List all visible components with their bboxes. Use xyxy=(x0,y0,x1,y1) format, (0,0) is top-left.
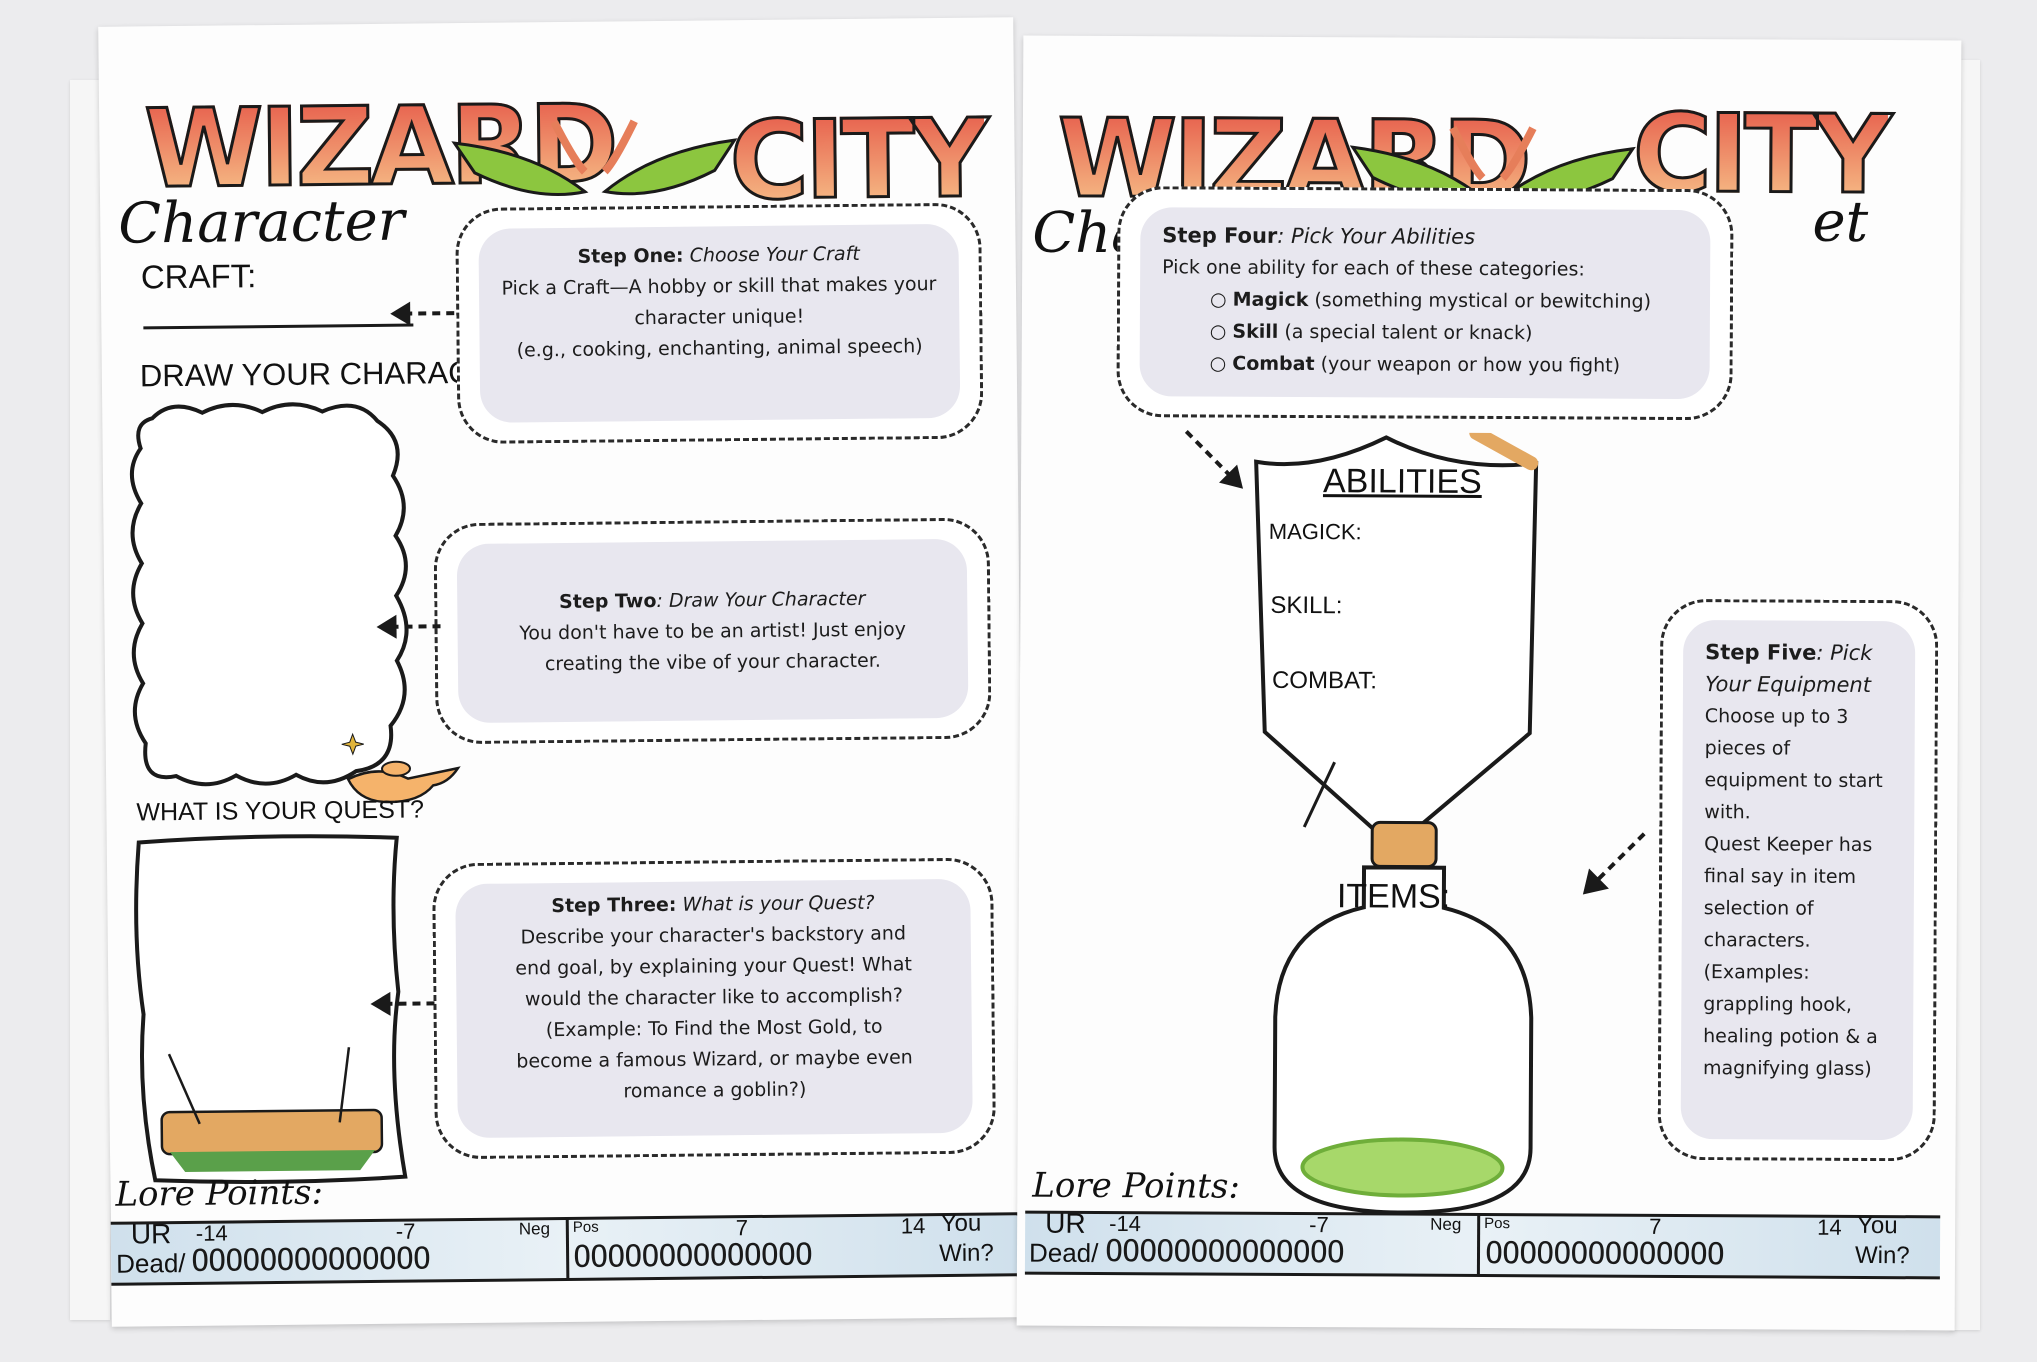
step-one-line-2: character unique! xyxy=(634,305,805,330)
lore-points-title: Lore Points: xyxy=(115,1172,324,1215)
step-two-line-2: creating the vibe of your character. xyxy=(544,649,881,676)
quest-label: WHAT IS YOUR QUEST? xyxy=(136,795,425,827)
step-two-callout: Step Two: Draw Your Character You don't … xyxy=(433,517,992,745)
step-three-line-6: romance a goblin?) xyxy=(623,1078,807,1103)
skill-label: SKILL: xyxy=(1270,591,1343,620)
lore-dead: Dead/ xyxy=(116,1247,186,1279)
lore-pos-circles[interactable]: OOOOOOOOOOOOOO xyxy=(572,1237,813,1275)
step-four-heading: Step Four: Pick Your Abilities xyxy=(1162,223,1476,249)
step-two-box: Step Two: Draw Your Character You don't … xyxy=(456,538,969,724)
items-label: ITEMS: xyxy=(1336,877,1451,916)
arrow-left-icon xyxy=(370,991,435,1016)
right-page: WIZARD CITY Cha et Step Four: Pick Your … xyxy=(1016,35,1962,1331)
magick-label: MAGICK: xyxy=(1268,518,1362,545)
step-five-box: Step Five: Pick Your Equipment Choose up… xyxy=(1680,620,1916,1141)
step-one-box: Step One: Choose Your Craft Pick a Craft… xyxy=(478,223,961,423)
step-five-line-9: (Examples: xyxy=(1703,961,1810,984)
step-five-callout: Step Five: Pick Your Equipment Choose up… xyxy=(1657,598,1939,1162)
lore-neg-circles[interactable]: OOOOOOOOOOOOOO xyxy=(1104,1233,1344,1271)
step-five-heading-2: Your Equipment xyxy=(1704,672,1872,697)
step-five-line-2: pieces of xyxy=(1704,737,1791,760)
step-three-callout: Step Three: What is your Quest? Describe… xyxy=(431,857,997,1160)
combat-label: COMBAT: xyxy=(1271,666,1377,695)
step-one-callout: Step One: Choose Your Craft Pick a Craft… xyxy=(455,202,984,445)
lore-you: You xyxy=(940,1209,982,1238)
step-five-line-1: Choose up to 3 xyxy=(1704,705,1849,728)
step-four-box: Step Four: Pick Your Abilities Pick one … xyxy=(1139,207,1711,400)
step-three-line-5: become a famous Wizard, or maybe even xyxy=(516,1046,913,1073)
lore-points-title: Lore Points: xyxy=(1032,1165,1241,1207)
abilities-title: ABILITIES xyxy=(1322,462,1482,501)
lore-ur: UR xyxy=(1045,1207,1086,1239)
left-page: WIZARD CITY Character CRAFT: DRAW YOUR C… xyxy=(98,17,1027,1327)
step-one-line-3: (e.g., cooking, enchanting, animal speec… xyxy=(516,335,923,362)
step-five-line-12: magnifying glass) xyxy=(1702,1057,1872,1081)
lore-divider xyxy=(565,1216,570,1279)
step-four-callout: Step Four: Pick Your Abilities Pick one … xyxy=(1116,186,1734,421)
subtitle-character-right: et xyxy=(1812,189,1869,255)
lore-neg-circles[interactable]: OOOOOOOOOOOOOO xyxy=(190,1241,431,1279)
arrow-down-right-icon xyxy=(1184,430,1244,489)
logo-city: CITY xyxy=(728,95,988,226)
step-five-line-5: Quest Keeper has xyxy=(1704,833,1873,857)
step-five-line-8: characters. xyxy=(1703,929,1811,952)
step-three-box: Step Three: What is your Quest? Describe… xyxy=(455,878,973,1139)
abilities-shield[interactable] xyxy=(1244,431,1546,874)
lore-pos: Pos xyxy=(1484,1214,1511,1233)
lore-neg: Neg xyxy=(518,1219,551,1239)
subtitle-character: Character xyxy=(117,188,405,257)
lore-dead: Dead/ xyxy=(1028,1237,1099,1268)
step-five-line-4: with. xyxy=(1704,801,1751,824)
step-four-item-magick: ○ Magick (something mystical or bewitchi… xyxy=(1209,288,1652,313)
step-four-item-skill: ○ Skill (a special talent or knack) xyxy=(1209,320,1533,345)
items-bottle[interactable] xyxy=(1252,817,1554,1219)
arrow-down-left-icon xyxy=(1582,832,1646,895)
arrow-left-icon xyxy=(376,614,441,639)
lore-win: Win? xyxy=(938,1239,994,1268)
step-one-line-1: Pick a Craft—A hobby or skill that makes… xyxy=(501,273,937,300)
lore-pos: Pos xyxy=(572,1218,599,1236)
step-five-line-3: equipment to start xyxy=(1704,769,1883,793)
character-drawing-frame[interactable] xyxy=(122,396,416,799)
lore-ur: UR xyxy=(130,1218,172,1250)
step-one-heading: Step One: Choose Your Craft xyxy=(577,242,860,268)
step-five-line-6: final say in item xyxy=(1703,865,1857,888)
lore-win: Win? xyxy=(1854,1241,1910,1270)
goblin-ears-icon xyxy=(451,119,738,197)
lore-pos-circles[interactable]: OOOOOOOOOOOOOO xyxy=(1484,1235,1724,1273)
lore-you: You xyxy=(1857,1211,1898,1240)
genie-lamp-icon xyxy=(341,732,461,804)
lore-neg: Neg xyxy=(1430,1214,1462,1234)
step-five-heading: Step Five: Pick xyxy=(1705,640,1873,666)
step-five-line-10: grappling hook, xyxy=(1703,993,1853,1016)
step-three-line-3: would the character like to accomplish? xyxy=(524,984,903,1011)
quest-frame[interactable] xyxy=(127,832,421,1190)
arrow-left-icon xyxy=(390,301,455,326)
lore-p14: 14 xyxy=(900,1213,926,1239)
craft-label: CRAFT: xyxy=(140,257,257,296)
lore-divider xyxy=(1476,1212,1481,1275)
step-four-intro: Pick one ability for each of these categ… xyxy=(1162,256,1585,281)
step-four-item-combat: ○ Combat (your weapon or how you fight) xyxy=(1209,352,1621,377)
step-five-line-7: selection of xyxy=(1703,897,1814,920)
lore-p14: 14 xyxy=(1817,1214,1842,1240)
step-five-line-11: healing potion & a xyxy=(1703,1025,1878,1049)
step-two-line-1: You don't have to be an artist! Just enj… xyxy=(519,618,907,645)
craft-line xyxy=(143,323,414,330)
